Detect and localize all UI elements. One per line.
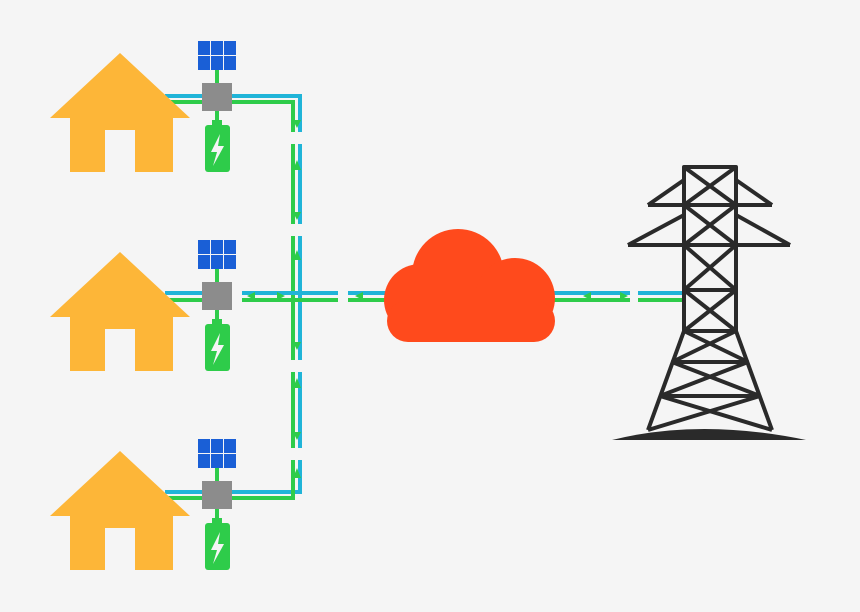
inverter-box-icon: [202, 83, 232, 124]
solar-panel-icon: [198, 240, 236, 282]
battery-charging-icon: [205, 120, 230, 172]
house-icon: [50, 53, 190, 172]
battery-charging-icon: [205, 319, 230, 371]
cloud-icon: [384, 229, 555, 342]
solar-panel-icon: [198, 41, 236, 83]
house-icon: [50, 451, 190, 570]
flow-arrows: [247, 120, 628, 478]
inverter-box-icon: [202, 481, 232, 522]
inverter-box-icon: [202, 282, 232, 323]
power-transmission-tower-icon: [612, 165, 806, 440]
house-icon: [50, 252, 190, 371]
solar-panel-icon: [198, 439, 236, 481]
homes-group: [50, 41, 236, 570]
blue-line-home-1: [165, 94, 302, 300]
home-2: [50, 240, 236, 371]
home-1: [50, 41, 236, 172]
battery-charging-icon: [205, 518, 230, 570]
home-3: [50, 439, 236, 570]
